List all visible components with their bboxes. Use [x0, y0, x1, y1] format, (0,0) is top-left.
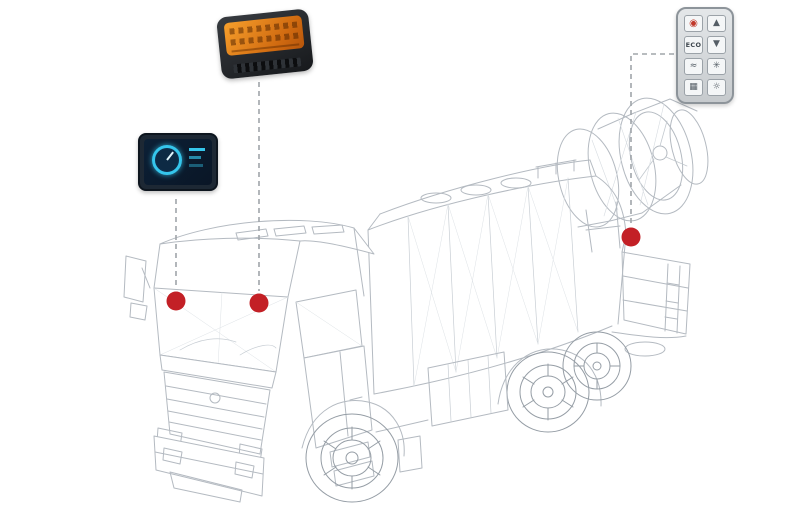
display-screen: [144, 139, 212, 185]
connector-lines: [175, 53, 674, 291]
eco-button: ECO: [684, 36, 703, 54]
keypad-device: ◉ ▲ ECO ▼ ≈ ✳ ▦ ☼: [676, 7, 734, 104]
spray-button-icon: ≈: [684, 57, 703, 75]
fan-button-icon: ✳: [707, 57, 726, 75]
ecu-connector-pins: [232, 57, 302, 74]
grid-button-icon: ▦: [684, 78, 703, 96]
rear-platform: [611, 251, 691, 357]
fan-cannon: [556, 97, 709, 253]
ecu-screen: [223, 15, 305, 57]
hotspot-markers: [166, 227, 641, 313]
light-button-icon: ☼: [707, 78, 726, 96]
down-button-icon: ▼: [707, 36, 726, 54]
tank-body: [367, 159, 627, 395]
marker-ecu[interactable]: [249, 293, 269, 313]
marker-keypad[interactable]: [621, 227, 641, 247]
chassis-details: [329, 351, 509, 487]
power-button-icon: ◉: [684, 15, 703, 33]
display-device: [138, 133, 218, 191]
up-button-icon: ▲: [707, 15, 726, 33]
ecu-device: [216, 8, 314, 80]
cab: [123, 219, 375, 503]
marker-display[interactable]: [166, 291, 186, 311]
readout-bars: [189, 148, 205, 172]
ecu-label-strip: [231, 43, 300, 53]
connector-keypad: [630, 53, 674, 225]
front-wheel: [301, 400, 405, 503]
speed-gauge-icon: [152, 145, 182, 175]
rear-wheels: [497, 331, 632, 433]
